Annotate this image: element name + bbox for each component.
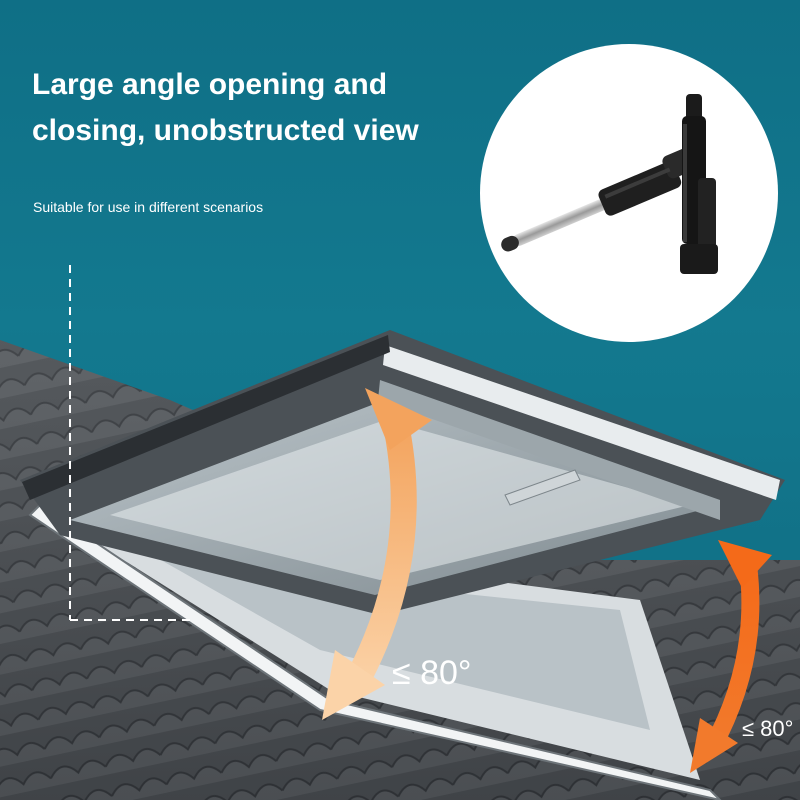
subheadline: Suitable for use in different scenarios: [33, 199, 264, 215]
gas-spring-actuator-icon: [501, 94, 718, 274]
headline-line2: closing, unobstructed view: [32, 114, 419, 147]
headline: Large angle opening and closing, unobstr…: [32, 62, 452, 154]
double-curved-arrow-icon-2: [690, 540, 772, 773]
angle-label-right: ≤ 80°: [742, 716, 794, 741]
product-circle: [480, 44, 778, 342]
angle-label-left: ≤ 80°: [392, 654, 472, 692]
double-curved-arrow-icon: [322, 388, 432, 720]
headline-line1: Large angle opening and: [32, 68, 388, 101]
